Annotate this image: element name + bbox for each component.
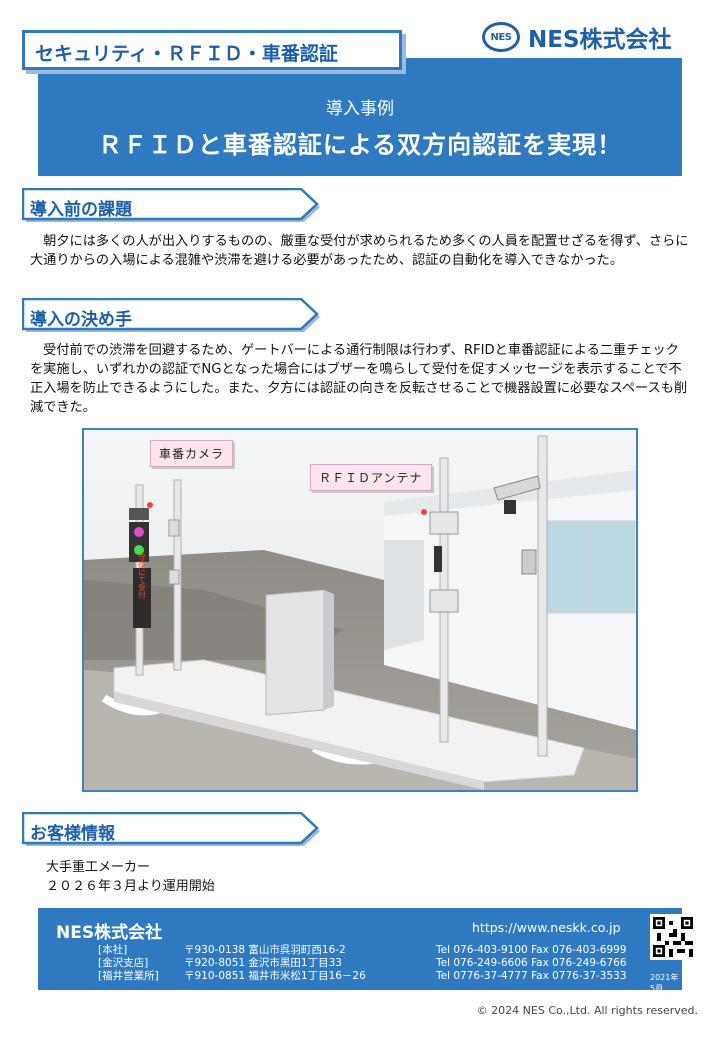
section-heading: お客様情報: [30, 824, 115, 844]
office-row: [本社] 〒930-0138 富山市呉羽町西16-2 Tel 076-403-9…: [98, 944, 627, 956]
footer-company: NES株式会社: [56, 923, 163, 943]
callout-rfid: ＲＦＩＤアンテナ: [310, 464, 432, 491]
logo-company-name: NES株式会社: [528, 27, 672, 53]
company-logo: NES NES株式会社: [482, 20, 672, 54]
customer-name: 大手重工メーカー: [46, 860, 151, 875]
hero-title: ＲＦＩＤと車番認証による双方向認証を実現！: [97, 131, 623, 159]
category-label: セキュリティ・ＲＦＩＤ・車番認証: [22, 30, 402, 70]
footer-url[interactable]: https://www.neskk.co.jp: [472, 920, 621, 935]
section-header-decision: 導入の決め手: [22, 298, 324, 334]
arrow-tab-icon: [22, 298, 320, 332]
arrow-tab-icon: [22, 812, 320, 846]
hero-subtitle: 導入事例: [326, 99, 394, 119]
section-header-customer: お客様情報: [22, 812, 324, 848]
copyright: © 2024 NES Co.,Ltd. All rights reserved.: [476, 1004, 698, 1017]
led-sign-text: 守衛にて受付: [137, 552, 146, 600]
qr-code-icon[interactable]: [650, 914, 696, 960]
callout-camera: 車番カメラ: [150, 440, 234, 467]
decision-text: 受付前での渋滞を回避するため、ゲートバーによる通行制限は行わず、RFIDと車番認…: [30, 343, 688, 415]
gate-illustration: 守衛にて受付 車番カメラ ＲＦＩＤアンテナ: [82, 428, 638, 792]
before-text: 朝夕には多くの人が出入りするものの、厳重な受付が求められるため多くの人員を配置せ…: [30, 234, 689, 268]
operation-start: ２０２６年３月より運用開始: [46, 879, 215, 894]
office-list: [本社] 〒930-0138 富山市呉羽町西16-2 Tel 076-403-9…: [98, 944, 646, 983]
section-heading: 導入の決め手: [30, 310, 132, 330]
section-header-before: 導入前の課題: [22, 188, 324, 224]
arrow-tab-icon: [22, 188, 320, 222]
hero-banner: 導入事例 ＲＦＩＤと車番認証による双方向認証を実現！: [38, 58, 682, 176]
customer-info: 大手重工メーカー ２０２６年３月より運用開始: [46, 858, 215, 896]
issue-date: 2021年 5月: [650, 973, 679, 993]
footer: NES株式会社 https://www.neskk.co.jp [本社] 〒93…: [38, 908, 696, 993]
section-heading: 導入前の課題: [30, 200, 132, 220]
office-row: [福井営業所] 〒910-0851 福井市米松1丁目16－26 Tel 0776…: [98, 970, 627, 982]
nes-logo-icon: NES: [482, 22, 520, 52]
office-row: [金沢支店] 〒920-8051 金沢市黒田1丁目33 Tel 076-249-…: [98, 957, 627, 969]
